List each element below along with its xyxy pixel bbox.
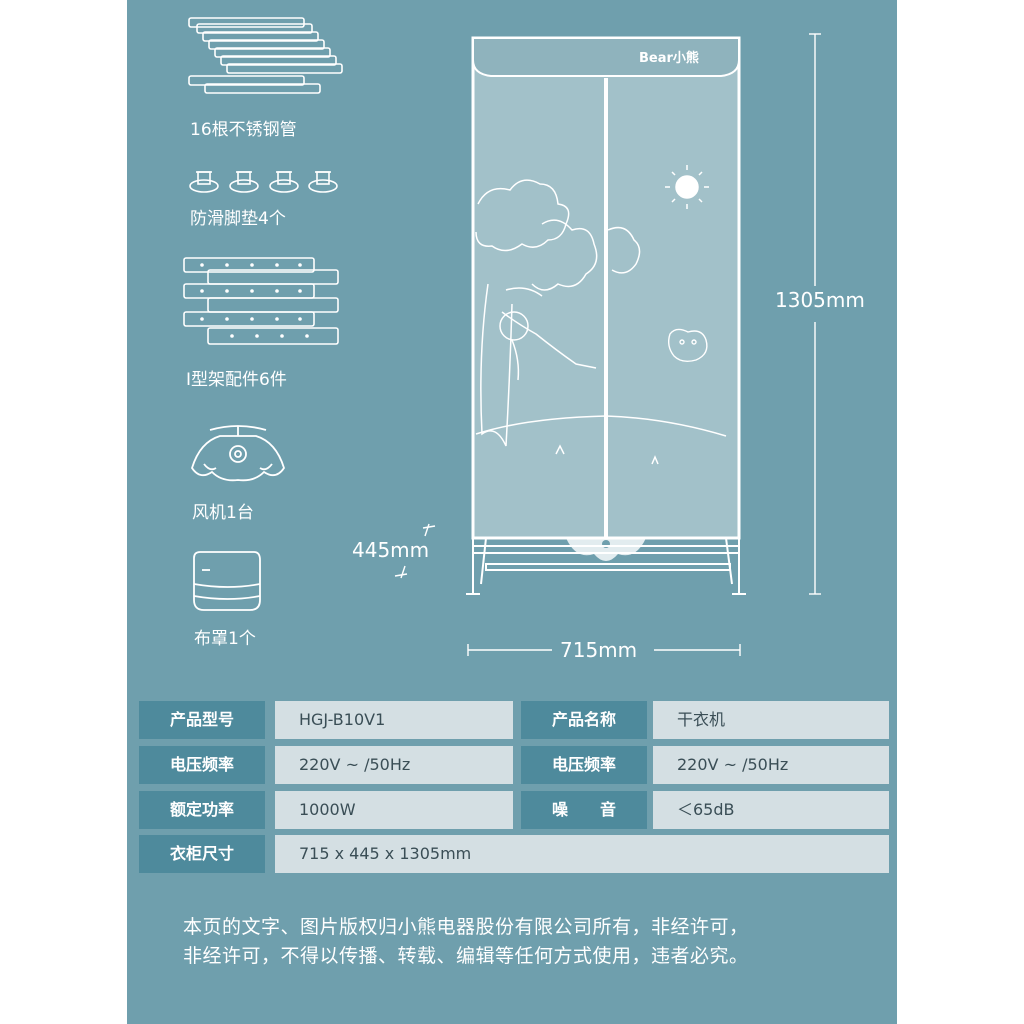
spec-table: 产品型号 HGJ-B10V1 产品名称 干衣机 电压频率 220V ~ /50H… xyxy=(139,701,891,873)
anti-slip-pads-icon xyxy=(189,171,338,193)
spec-value-noise: ＜65dB xyxy=(653,791,889,829)
spec-key-voltage-2: 电压频率 xyxy=(521,746,647,784)
copyright-notice: 本页的文字、图片版权归小熊电器股份有限公司所有，非经许可， 非经许可，不得以传播… xyxy=(183,913,883,971)
accessory-label-cloth-cover: 布罩1个 xyxy=(194,629,256,649)
spec-value-voltage-2: 220V ~ /50Hz xyxy=(653,746,889,784)
cloth-cover-icon xyxy=(193,551,261,611)
spec-value-model: HGJ-B10V1 xyxy=(275,701,513,739)
accessory-label-anti-slip-pads: 防滑脚垫4个 xyxy=(190,209,286,229)
accessory-label-steel-tubes: 16根不锈钢管 xyxy=(190,120,297,140)
fan-unit-icon xyxy=(191,425,285,482)
i-frame-parts-icon xyxy=(183,257,339,345)
depth-dimension-line xyxy=(394,523,436,579)
spec-value-power: 1000W xyxy=(275,791,513,829)
cartoon-badge xyxy=(667,328,708,363)
tree-illustration xyxy=(475,179,727,465)
accessory-label-fan-unit: 风机1台 xyxy=(192,503,254,523)
spec-key-name: 产品名称 xyxy=(521,701,647,739)
spec-value-size: 715 x 445 x 1305mm xyxy=(275,835,889,873)
spec-key-noise: 噪 音 xyxy=(521,791,647,829)
spec-key-power: 额定功率 xyxy=(139,791,265,829)
spec-value-name: 干衣机 xyxy=(653,701,889,739)
height-dimension: 1305mm xyxy=(775,288,865,312)
copyright-notice-line-2: 非经许可，不得以传播、转载、编辑等任何方式使用，违者必究。 xyxy=(183,945,749,967)
height-dimension-line xyxy=(809,33,821,595)
spec-key-size: 衣柜尺寸 xyxy=(139,835,265,873)
brand-logo: Bear小熊 xyxy=(639,50,699,66)
width-dimension-line xyxy=(467,644,741,656)
accessory-label-i-frame-parts: I型架配件6件 xyxy=(186,370,287,390)
spec-value-voltage: 220V ~ /50Hz xyxy=(275,746,513,784)
spec-key-model: 产品型号 xyxy=(139,701,265,739)
width-dimension: 715mm xyxy=(560,638,638,662)
copyright-notice-line-1: 本页的文字、图片版权归小熊电器股份有限公司所有，非经许可， xyxy=(183,916,749,938)
depth-dimension: 445mm xyxy=(352,538,430,562)
clothes-dryer-wardrobe: Bear小熊 xyxy=(466,36,746,595)
spec-key-voltage: 电压频率 xyxy=(139,746,265,784)
sun-icon xyxy=(665,165,709,209)
steel-tubes-icon xyxy=(188,17,343,94)
